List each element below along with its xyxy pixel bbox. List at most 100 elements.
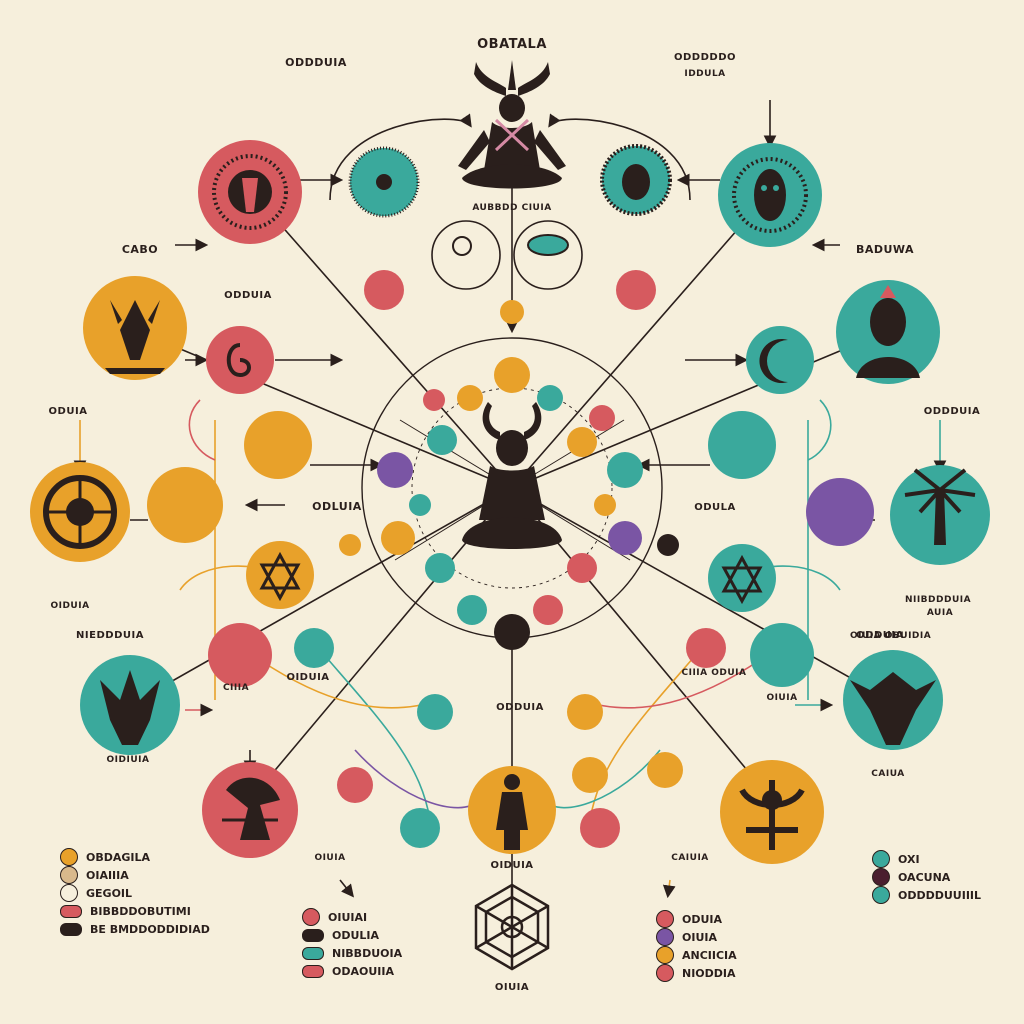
diagram-label: CIIIA xyxy=(223,683,249,693)
diagram-label: OIUIA xyxy=(314,853,345,863)
diagram-label: OIUIA xyxy=(766,693,797,703)
orbit-node xyxy=(377,452,413,488)
diagram-label: CABO xyxy=(122,243,158,256)
orbit-node xyxy=(608,521,642,555)
star-symbol-icon xyxy=(721,554,763,605)
orbit-node xyxy=(607,452,643,488)
legend-swatch xyxy=(302,946,324,960)
legend-item: OACUNA xyxy=(872,868,981,886)
legend-swatch xyxy=(872,868,890,886)
central-horned-figure-icon xyxy=(462,402,562,549)
symbol-node xyxy=(246,541,314,609)
legend-item: BIBBDDOBUTIMI xyxy=(60,902,210,920)
medallion-left-lower xyxy=(80,655,180,755)
legend-swatch xyxy=(60,848,78,866)
diagram-label: ODUIA xyxy=(49,406,88,417)
orbit-node xyxy=(500,300,524,324)
orbit-node xyxy=(457,385,483,411)
connector-line xyxy=(589,649,701,821)
connector-line xyxy=(807,399,832,461)
medallion-left-middle xyxy=(30,462,130,562)
medallion-bottom-left xyxy=(202,762,298,858)
medallion-left-upper xyxy=(83,276,187,380)
orbit-node xyxy=(594,494,616,516)
diagram-labels: OBATALA ODDDUIA ODDDDDO IDDULA CABO BADU… xyxy=(49,37,980,993)
orbit-node xyxy=(494,357,530,393)
connector-line xyxy=(548,113,691,201)
connector-line xyxy=(511,487,891,701)
legend-swatch xyxy=(60,884,78,902)
legend-label: ODULIA xyxy=(332,928,380,942)
orbit-node xyxy=(494,614,530,650)
diagram-label: NIIBDDDUIA xyxy=(905,595,971,605)
legend-label: OXI xyxy=(898,852,920,866)
medallion-right-middle xyxy=(890,465,990,565)
legend-swatch xyxy=(60,866,78,884)
legend-swatch xyxy=(60,904,82,918)
legend-swatch xyxy=(60,922,82,936)
diagram-label: ODDDDDO xyxy=(674,52,736,63)
star-symbol-icon xyxy=(259,551,301,602)
symbol-node xyxy=(244,411,312,479)
connector-line xyxy=(188,399,216,461)
symbol-node xyxy=(337,767,373,803)
sunburst-left xyxy=(348,146,420,218)
legend-label: ODAOUIIA xyxy=(332,964,394,978)
orbit-node xyxy=(427,425,457,455)
legend-label: GEGOIL xyxy=(86,886,133,900)
legend-swatch xyxy=(872,886,890,904)
medallion-right-lower xyxy=(843,650,943,750)
diagram-label: CAIUA xyxy=(871,769,904,779)
legend-swatch xyxy=(302,908,320,926)
connector-line xyxy=(319,649,431,821)
legend-label: OIAIIIA xyxy=(86,868,129,882)
legend-item: GEGOIL xyxy=(60,884,210,902)
diagram-label: AUIA xyxy=(927,608,953,618)
diagram-label: ODDUIA xyxy=(856,630,904,641)
legend-label: OBDAGILA xyxy=(86,850,151,864)
connector-line xyxy=(579,659,761,709)
symbol-node xyxy=(208,623,272,687)
connector-line xyxy=(339,879,354,898)
symbol-node xyxy=(400,808,440,848)
medallion-top-left xyxy=(198,140,302,244)
orbit-node xyxy=(409,494,431,516)
diagram-label: OBATALA xyxy=(477,37,547,52)
connector-line xyxy=(329,113,472,201)
diagram-label: OIDUIA xyxy=(490,860,533,871)
connector-line xyxy=(662,879,676,899)
symbol-node xyxy=(580,808,620,848)
diagram-label: CAIUIA xyxy=(671,853,709,863)
diagram-label: OIDUIA xyxy=(50,601,89,611)
legend-item: OIAIIIA xyxy=(60,866,210,884)
legend-swatch xyxy=(656,946,674,964)
spiral-symbol-icon xyxy=(226,343,251,378)
symbol-node xyxy=(750,623,814,687)
legend-item: OIUIAI xyxy=(302,908,402,926)
orbit-node xyxy=(381,521,415,555)
bottom-geometric-ornament-icon xyxy=(474,883,550,971)
obatala-figure-icon xyxy=(458,60,566,189)
diagram-label: ODDUIA xyxy=(224,290,272,301)
legend-item: BE BMDDODDIDIAD xyxy=(60,920,210,938)
legend-label: OIUIA xyxy=(682,930,717,944)
legend-item: ODAOUIIA xyxy=(302,962,402,980)
diagram-label: OIDUIA xyxy=(286,672,329,683)
legend-label: ODUIA xyxy=(682,912,723,926)
medallion-top-right xyxy=(718,143,822,247)
orbit-node xyxy=(589,405,615,431)
orbit-node xyxy=(537,385,563,411)
orbit-nodes xyxy=(339,300,679,650)
legend-swatch xyxy=(656,928,674,946)
symbol-node xyxy=(708,411,776,479)
symbol-node xyxy=(746,326,814,394)
legend-swatch xyxy=(656,964,674,982)
diagram-label: ODDUIA xyxy=(496,702,544,713)
connector-line xyxy=(129,487,513,706)
legend-item: ANCIICIA xyxy=(656,946,737,964)
symbol-node xyxy=(567,694,603,730)
legend-swatch xyxy=(302,928,324,942)
